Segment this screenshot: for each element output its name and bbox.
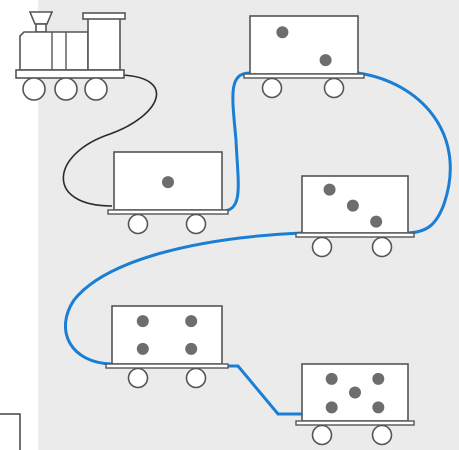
wagon-wheel	[373, 238, 392, 257]
cab	[88, 17, 120, 70]
wagon-dot	[185, 343, 197, 355]
wagon-chassis	[244, 74, 364, 78]
wagon-dot	[185, 315, 197, 327]
engine-wheel	[85, 78, 107, 100]
wagon-dot	[326, 401, 338, 413]
wagon-dot	[324, 184, 336, 196]
wagon-dot	[370, 216, 382, 228]
cab-roof	[83, 13, 125, 19]
wagon-wheel	[313, 426, 332, 445]
partial-box-corner	[0, 414, 20, 450]
wagon-wheel	[129, 215, 148, 234]
wagon-chassis	[108, 210, 228, 214]
wagon-wheel	[313, 238, 332, 257]
wagon-wheel	[129, 369, 148, 388]
wagon-wheel	[187, 215, 206, 234]
engine-wheel	[55, 78, 77, 100]
wagon-dot	[276, 26, 288, 38]
wagon-dot	[372, 401, 384, 413]
wagon-wheel	[325, 79, 344, 98]
wagon-chassis	[296, 233, 414, 237]
wagon-chassis	[106, 364, 228, 368]
boiler	[20, 32, 88, 70]
wagon-dot	[137, 315, 149, 327]
engine-wheel	[23, 78, 45, 100]
wagon-wheel	[373, 426, 392, 445]
wagon-wheel	[187, 369, 206, 388]
wagon-body	[112, 306, 222, 364]
wagon-dot	[137, 343, 149, 355]
wagon-dot	[349, 387, 361, 399]
wagon-body	[250, 16, 358, 74]
wagon-dot	[162, 176, 174, 188]
engine-chassis	[16, 70, 124, 78]
wagon-dot	[326, 373, 338, 385]
wagon-dot	[347, 200, 359, 212]
wagon-dot	[372, 373, 384, 385]
funnel-neck	[36, 24, 46, 32]
wagon-wheel	[263, 79, 282, 98]
wagon-dot	[320, 54, 332, 66]
wagon-chassis	[296, 421, 414, 425]
